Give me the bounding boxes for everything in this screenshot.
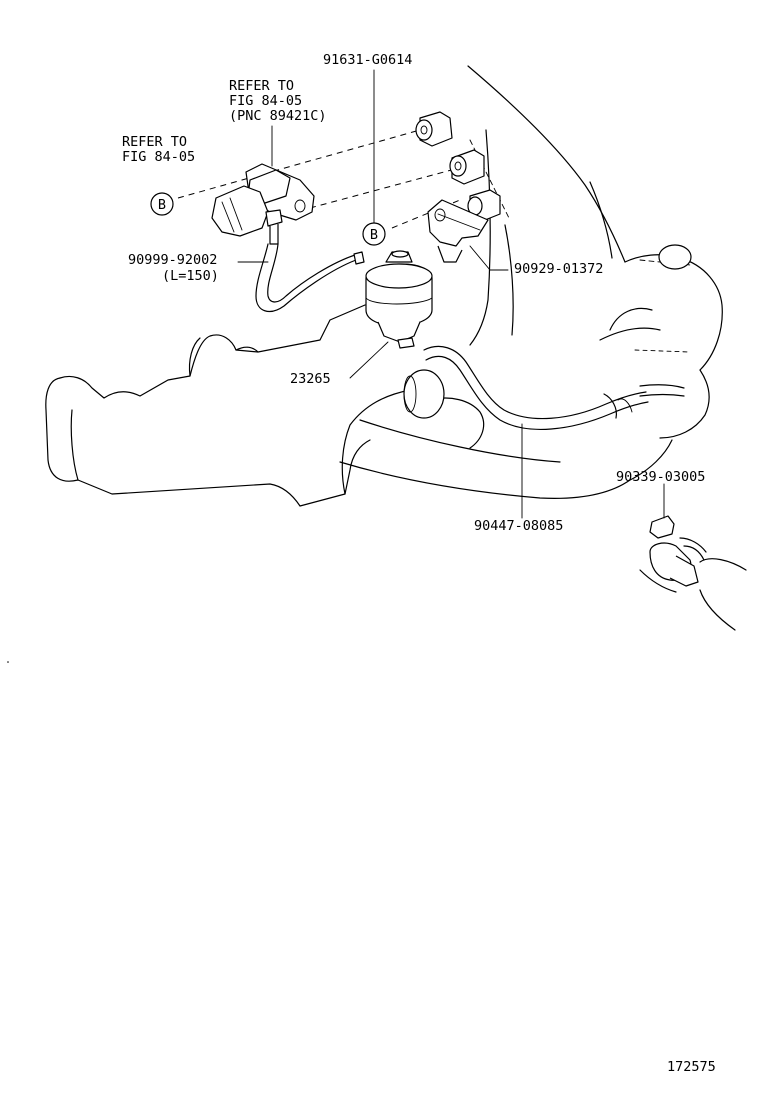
- label-refer-sensor-line3: (PNC 89421C): [229, 108, 327, 124]
- label-clamp: 90929-01372: [514, 261, 603, 277]
- plug-assembly: [639, 515, 747, 631]
- mount-dash-lines: [177, 120, 471, 229]
- clamp-bracket: [427, 199, 489, 263]
- stray-dot: [7, 661, 9, 663]
- label-hose-part: 90999-92002: [128, 252, 217, 268]
- short-hose: [255, 243, 365, 313]
- label-hose-long: 90447-08085: [474, 518, 563, 534]
- label-refer-sensor-line2: FIG 84-05: [229, 93, 302, 109]
- long-hose: [423, 345, 685, 430]
- vsv-valve: [365, 250, 433, 349]
- figure-number: 172575: [667, 1059, 716, 1075]
- leader-lines: [237, 69, 665, 519]
- callout-b-left: B: [150, 192, 174, 216]
- label-bolt: 91631-G0614: [323, 52, 412, 68]
- callout-b-left-text: B: [158, 197, 166, 213]
- label-refer-b-line2: FIG 84-05: [122, 149, 195, 165]
- label-plug: 90339-03005: [616, 469, 705, 485]
- callout-b-right-text: B: [370, 227, 378, 243]
- intake-manifold: [45, 304, 673, 507]
- label-hose-length: (L=150): [162, 268, 219, 284]
- label-refer-sensor-line1: REFER TO: [229, 78, 294, 94]
- label-vsv: 23265: [290, 371, 331, 387]
- pressure-sensor: [211, 163, 315, 245]
- callout-b-right: B: [362, 222, 386, 246]
- intake-plenum: [467, 65, 723, 439]
- bolt-stack: [415, 111, 501, 223]
- label-refer-b-line1: REFER TO: [122, 134, 187, 150]
